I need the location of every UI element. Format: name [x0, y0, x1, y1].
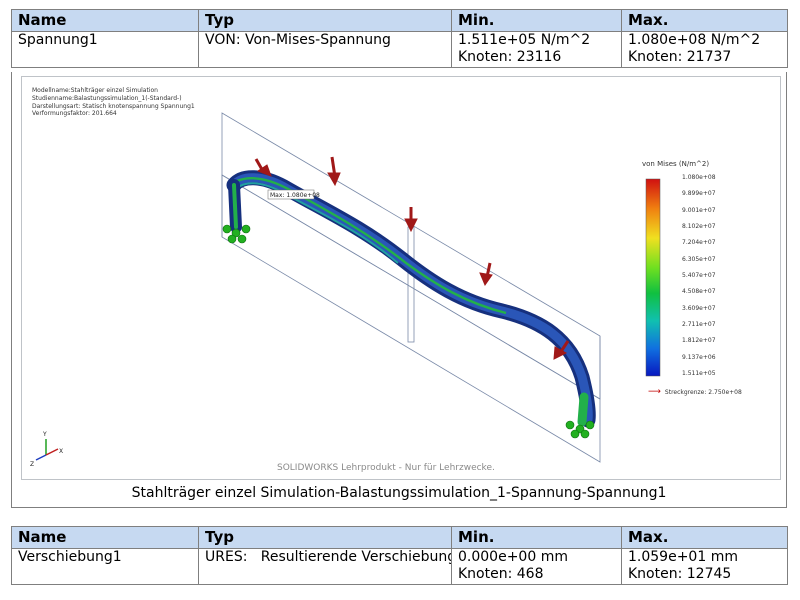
max-value: 1.059e+01 mm [628, 549, 738, 566]
header-min: Min. [451, 526, 622, 549]
legend-title: von Mises (N/m^2) [642, 160, 710, 168]
yield-strength-label: ⟶Streckgrenze: 2.750e+08 [648, 387, 742, 397]
axis-z-label: Z [30, 461, 34, 468]
symmetry-plane [221, 112, 601, 400]
table-header-row: Name Typ Min. Max. [11, 9, 788, 32]
load-arrows [254, 156, 570, 360]
header-typ: Typ [198, 9, 452, 32]
axis-y-label: Y [42, 431, 47, 438]
displacement-result-table: Name Typ Min. Max. Verschiebung1 URES: R… [11, 526, 788, 585]
stress-result-table: Name Typ Min. Max. Spannung1 VON: Von-Mi… [11, 9, 788, 68]
header-name: Name [11, 526, 199, 549]
left-leg-stress [232, 183, 238, 229]
max-value: 1.080e+08 N/m^2 [628, 32, 761, 49]
yield-arrow-icon: ⟶ [648, 387, 661, 397]
max-label: Max: 1.080e+08 [270, 192, 320, 199]
max-node: Knoten: 12745 [628, 566, 732, 582]
legend-label: 1.080e+08 [682, 174, 716, 181]
legend-label: 8.102e+07 [682, 223, 716, 230]
left-fixture [222, 224, 251, 244]
symmetry-plane-lower [221, 174, 601, 463]
legend-label: 9.137e+06 [682, 353, 716, 361]
max-node: Knoten: 21737 [628, 49, 732, 65]
result-min: 0.000e+00 mm Knoten: 468 [451, 548, 622, 585]
load-arrow [479, 262, 493, 287]
coordinate-triad: Y X Z [30, 431, 63, 468]
model-info: Modellname:Stahlträger einzel Simulation… [32, 87, 195, 118]
result-type: VON: Von-Mises-Spannung [198, 31, 452, 68]
watermark: SOLIDWORKS Lehrprodukt - Nur für Lehrzwe… [277, 463, 495, 473]
result-max: 1.059e+01 mm Knoten: 12745 [621, 548, 788, 585]
right-fixture [565, 420, 595, 439]
min-value: 0.000e+00 mm [458, 549, 568, 566]
header-max: Max. [621, 526, 788, 549]
legend-label: 5.407e+07 [682, 272, 716, 279]
legend-label: 6.305e+07 [682, 255, 716, 263]
table-header-row: Name Typ Min. Max. [11, 526, 788, 549]
header-typ: Typ [198, 526, 452, 549]
table-row: Spannung1 VON: Von-Mises-Spannung 1.511e… [11, 31, 788, 68]
table-row: Verschiebung1 URES: Resultierende Versch… [11, 548, 788, 585]
result-min: 1.511e+05 N/m^2 Knoten: 23116 [451, 31, 622, 68]
min-node: Knoten: 468 [458, 566, 544, 582]
max-annotation: Max: 1.080e+08 [267, 189, 320, 200]
section-cut [407, 226, 415, 343]
study-name-line: Studienname:Balastungssimulation_1(-Stan… [32, 94, 182, 102]
right-leg [577, 392, 589, 427]
axis-x-label: X [59, 448, 63, 455]
yield-strength-text: Streckgrenze: 2.750e+08 [664, 389, 742, 396]
legend-label: 9.899e+07 [682, 190, 716, 198]
min-node: Knoten: 23116 [458, 49, 562, 65]
result-name: Spannung1 [11, 31, 199, 68]
result-type: URES: Resultierende Verschiebung [198, 548, 452, 585]
header-name: Name [11, 9, 199, 32]
result-max: 1.080e+08 N/m^2 Knoten: 21737 [621, 31, 788, 68]
beam-stress-plot: Max: 1.080e+08 Y X Z [30, 112, 661, 468]
legend-label: 9.001e+07 [682, 206, 716, 214]
load-arrow [327, 156, 341, 187]
legend-label: 7.204e+07 [682, 239, 716, 247]
legend-label: 1.812e+07 [682, 337, 716, 345]
legend-label: 1.511e+05 [682, 370, 716, 377]
deformation-scale-line: Verformungsfaktor: 201.664 [32, 110, 117, 118]
legend-label: 4.508e+07 [682, 288, 716, 296]
legend-label: 2.711e+07 [682, 321, 716, 328]
load-arrow [404, 207, 418, 233]
figure-caption: Stahlträger einzel Simulation-Balastungs… [131, 485, 667, 501]
model-name-line: Modellname:Stahlträger einzel Simulation [32, 87, 158, 94]
simulation-viewport: Modellname:Stahlträger einzel Simulation… [21, 76, 781, 480]
simulation-image-panel: Modellname:Stahlträger einzel Simulation… [11, 72, 787, 508]
load-arrow [254, 158, 272, 177]
beam-stress-green [236, 177, 507, 315]
header-min: Min. [451, 9, 622, 32]
result-name: Verschiebung1 [11, 548, 199, 585]
legend-color-bar [645, 178, 661, 377]
legend-label: 3.609e+07 [682, 304, 716, 312]
plot-type-line: Darstellungsart: Statisch knotenspannung… [32, 102, 195, 110]
header-max: Max. [621, 9, 788, 32]
min-value: 1.511e+05 N/m^2 [458, 32, 591, 49]
load-arrow [553, 340, 570, 360]
